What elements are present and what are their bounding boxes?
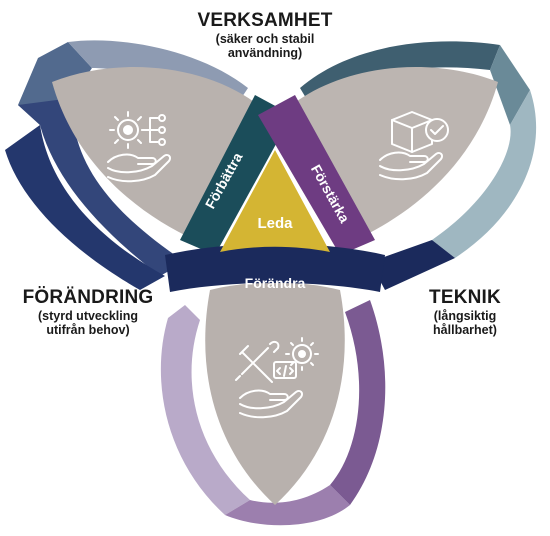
heading-verksamhet: VERKSAMHET (säker och stabil användning) bbox=[180, 10, 350, 60]
heading-teknik-title: TEKNIK bbox=[429, 287, 501, 308]
ring-right-lower bbox=[370, 240, 455, 290]
ring-left-lower bbox=[5, 125, 165, 290]
process-hand-icon bbox=[107, 111, 172, 183]
band-bottom-label: Förändra bbox=[245, 275, 306, 291]
ring-bottom-left bbox=[160, 305, 250, 515]
heading-forandring: FÖRÄNDRING (styrd utveckling utifrån beh… bbox=[0, 287, 176, 337]
band-right bbox=[258, 95, 375, 255]
heading-verksamhet-subtitle-1: (säker och stabil bbox=[215, 32, 315, 46]
tools-gear-hand-icon bbox=[235, 337, 319, 419]
ring-bottom-right bbox=[330, 300, 386, 505]
heading-forandring-subtitle-1: (styrd utveckling bbox=[37, 309, 139, 323]
ring-right-side bbox=[432, 90, 537, 258]
ring-bottom-base bbox=[225, 485, 350, 526]
heading-verksamhet-subtitle-2: användning) bbox=[227, 46, 303, 60]
band-left bbox=[180, 95, 292, 255]
heading-verksamhet-title: VERKSAMHET bbox=[197, 10, 333, 31]
ring-right-corner bbox=[490, 45, 530, 125]
ring-left-side bbox=[18, 98, 185, 276]
heading-forandring-title: FÖRÄNDRING bbox=[22, 287, 154, 308]
center-triangle bbox=[220, 150, 330, 252]
heading-teknik: TEKNIK (långsiktig hållbarhet) bbox=[405, 287, 525, 337]
box-check-hand-icon bbox=[379, 111, 449, 181]
heading-forandring-subtitle-2: utifrån behov) bbox=[46, 323, 130, 337]
ring-right-top bbox=[300, 41, 500, 108]
band-bottom bbox=[165, 243, 385, 292]
heading-teknik-subtitle-2: hållbarhet) bbox=[433, 323, 497, 337]
center-label: Leda bbox=[257, 215, 293, 232]
heading-teknik-subtitle-1: (långsiktig bbox=[433, 309, 497, 323]
